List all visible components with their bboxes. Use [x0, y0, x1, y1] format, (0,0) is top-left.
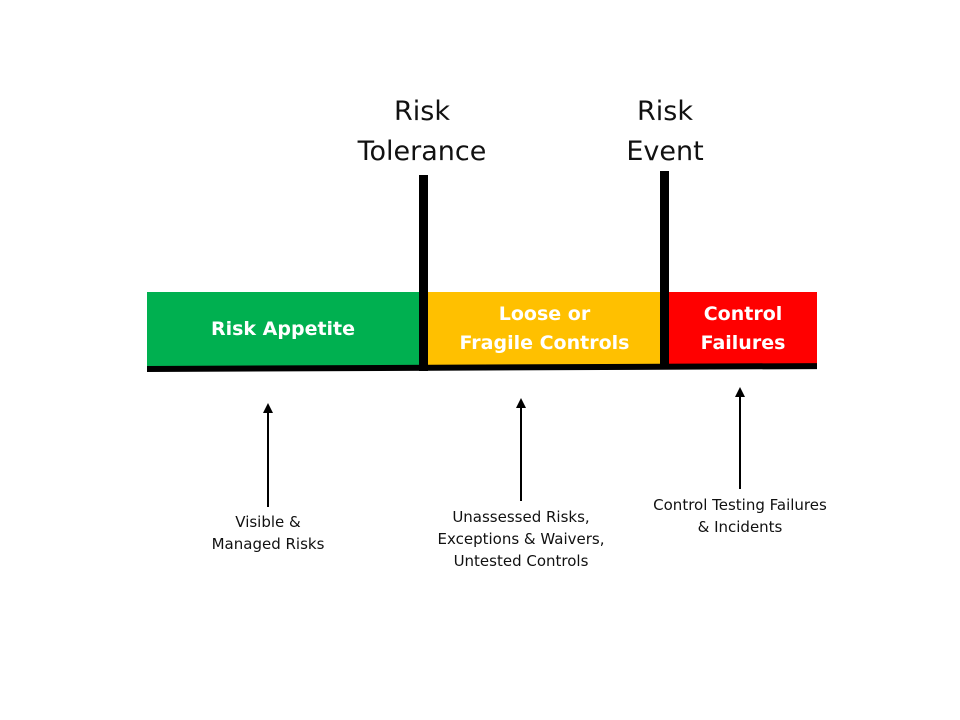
control-failures-segment: Control Failures [669, 292, 817, 365]
unassessed-note-line3: Untested Controls [453, 552, 589, 570]
loose-controls-line1: Loose or [498, 302, 591, 325]
risk-appetite-segment: Risk Appetite [147, 292, 419, 367]
risk-event-line2: Event [626, 136, 704, 167]
visible-managed-risks-note: Visible & Managed Risks [188, 511, 348, 555]
risk-event-marker-bar [660, 171, 669, 369]
visible-note-line1: Visible & [235, 513, 301, 531]
testing-note-line1: Control Testing Failures [653, 496, 827, 514]
arrow-up-icon [263, 403, 273, 413]
control-testing-arrow [739, 395, 741, 489]
unassessed-note-line1: Unassessed Risks, [452, 508, 590, 526]
risk-tolerance-line2: Tolerance [357, 136, 487, 167]
risk-event-line1: Risk [637, 96, 693, 127]
arrow-up-icon [516, 398, 526, 408]
unassessed-note-line2: Exceptions & Waivers, [437, 530, 605, 548]
control-testing-failures-note: Control Testing Failures & Incidents [634, 494, 846, 538]
risk-tolerance-label: Risk Tolerance [342, 92, 502, 172]
risk-tolerance-line1: Risk [394, 96, 450, 127]
visible-risks-arrow [267, 411, 269, 507]
unassessed-risks-arrow [520, 406, 522, 501]
risk-tolerance-marker-bar [419, 175, 428, 371]
risk-appetite-text: Risk Appetite [210, 318, 356, 340]
loose-controls-line2: Fragile Controls [459, 331, 630, 354]
control-failures-line1: Control [703, 302, 783, 325]
unassessed-risks-note: Unassessed Risks, Exceptions & Waivers, … [421, 506, 621, 572]
visible-note-line2: Managed Risks [211, 535, 325, 553]
testing-note-line2: & Incidents [697, 518, 783, 536]
loose-controls-segment: Loose or Fragile Controls [428, 292, 661, 365]
control-failures-line2: Failures [700, 331, 786, 354]
arrow-up-icon [735, 387, 745, 397]
risk-event-label: Risk Event [600, 92, 730, 172]
